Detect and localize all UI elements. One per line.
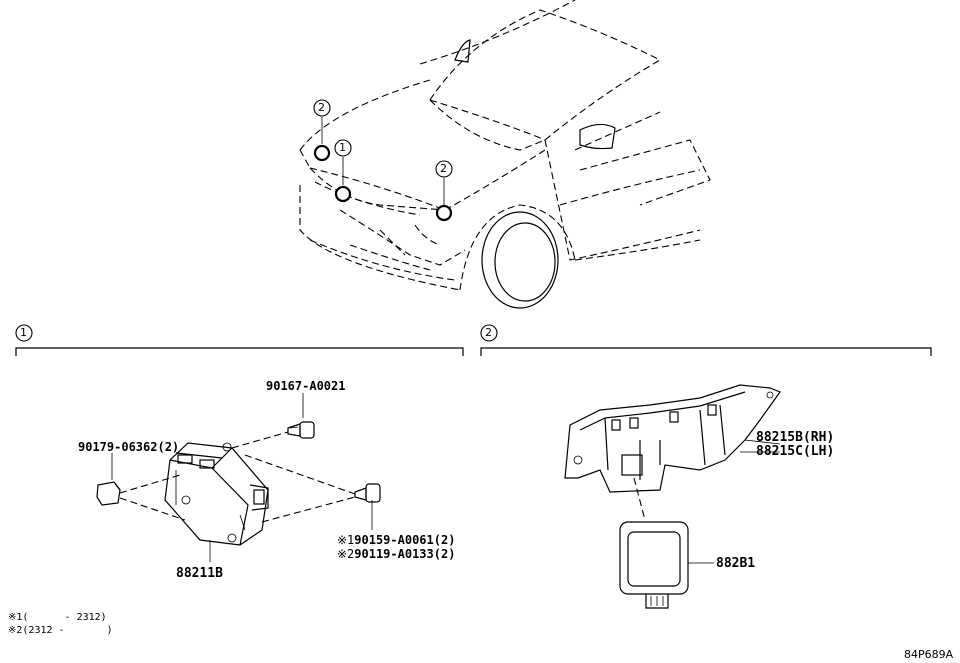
callout-2-left-label: 2 bbox=[318, 101, 325, 114]
radar-882B1 bbox=[619, 521, 714, 609]
sensor-88211B bbox=[164, 442, 269, 562]
alt1-mark: ※1 bbox=[337, 533, 355, 547]
section-1 bbox=[15, 324, 464, 562]
bolt-90167 bbox=[287, 393, 315, 439]
bracket-88215 bbox=[564, 384, 781, 493]
callout-2-left bbox=[313, 99, 331, 117]
illustration-code: 84P689A bbox=[904, 648, 954, 661]
alt2-mark: ※2 bbox=[337, 547, 355, 561]
note-2: ※2(2312 - ) bbox=[8, 625, 113, 636]
marker-left bbox=[313, 144, 331, 162]
callout-1-car-label: 1 bbox=[339, 141, 346, 154]
part-bracket-rh: 88215B(RH) bbox=[756, 430, 835, 445]
callout-2-right-label: 2 bbox=[440, 162, 447, 175]
marker-center bbox=[334, 185, 352, 203]
location-markers bbox=[313, 99, 453, 222]
part-radar: 882B1 bbox=[716, 556, 756, 571]
vehicle-outline bbox=[299, 0, 711, 309]
section-2 bbox=[480, 324, 932, 609]
alt-bolt-1: ※190159-A0061(2) bbox=[337, 529, 455, 548]
alt-bolt-2: ※290119-A0133(2) bbox=[337, 543, 455, 562]
note-1: ※1( - 2312) bbox=[8, 612, 107, 623]
bolt-90159 bbox=[354, 483, 381, 530]
section-2-label: 2 bbox=[485, 326, 492, 339]
marker-right bbox=[435, 204, 453, 222]
section-1-label: 1 bbox=[20, 326, 27, 339]
part-nut: 90179-06362(2) bbox=[78, 440, 180, 454]
part-bolt-alt2: 90119-A0133(2) bbox=[354, 547, 456, 561]
part-bolt-top: 90167-A0021 bbox=[266, 379, 346, 393]
part-bolt-alt1: 90159-A0061(2) bbox=[354, 533, 456, 547]
callout-1-car bbox=[334, 139, 352, 157]
part-sensor: 88211B bbox=[176, 566, 223, 581]
part-bracket-lh: 88215C(LH) bbox=[756, 444, 835, 459]
nut-90179 bbox=[96, 453, 121, 506]
callout-2-right bbox=[435, 160, 453, 178]
